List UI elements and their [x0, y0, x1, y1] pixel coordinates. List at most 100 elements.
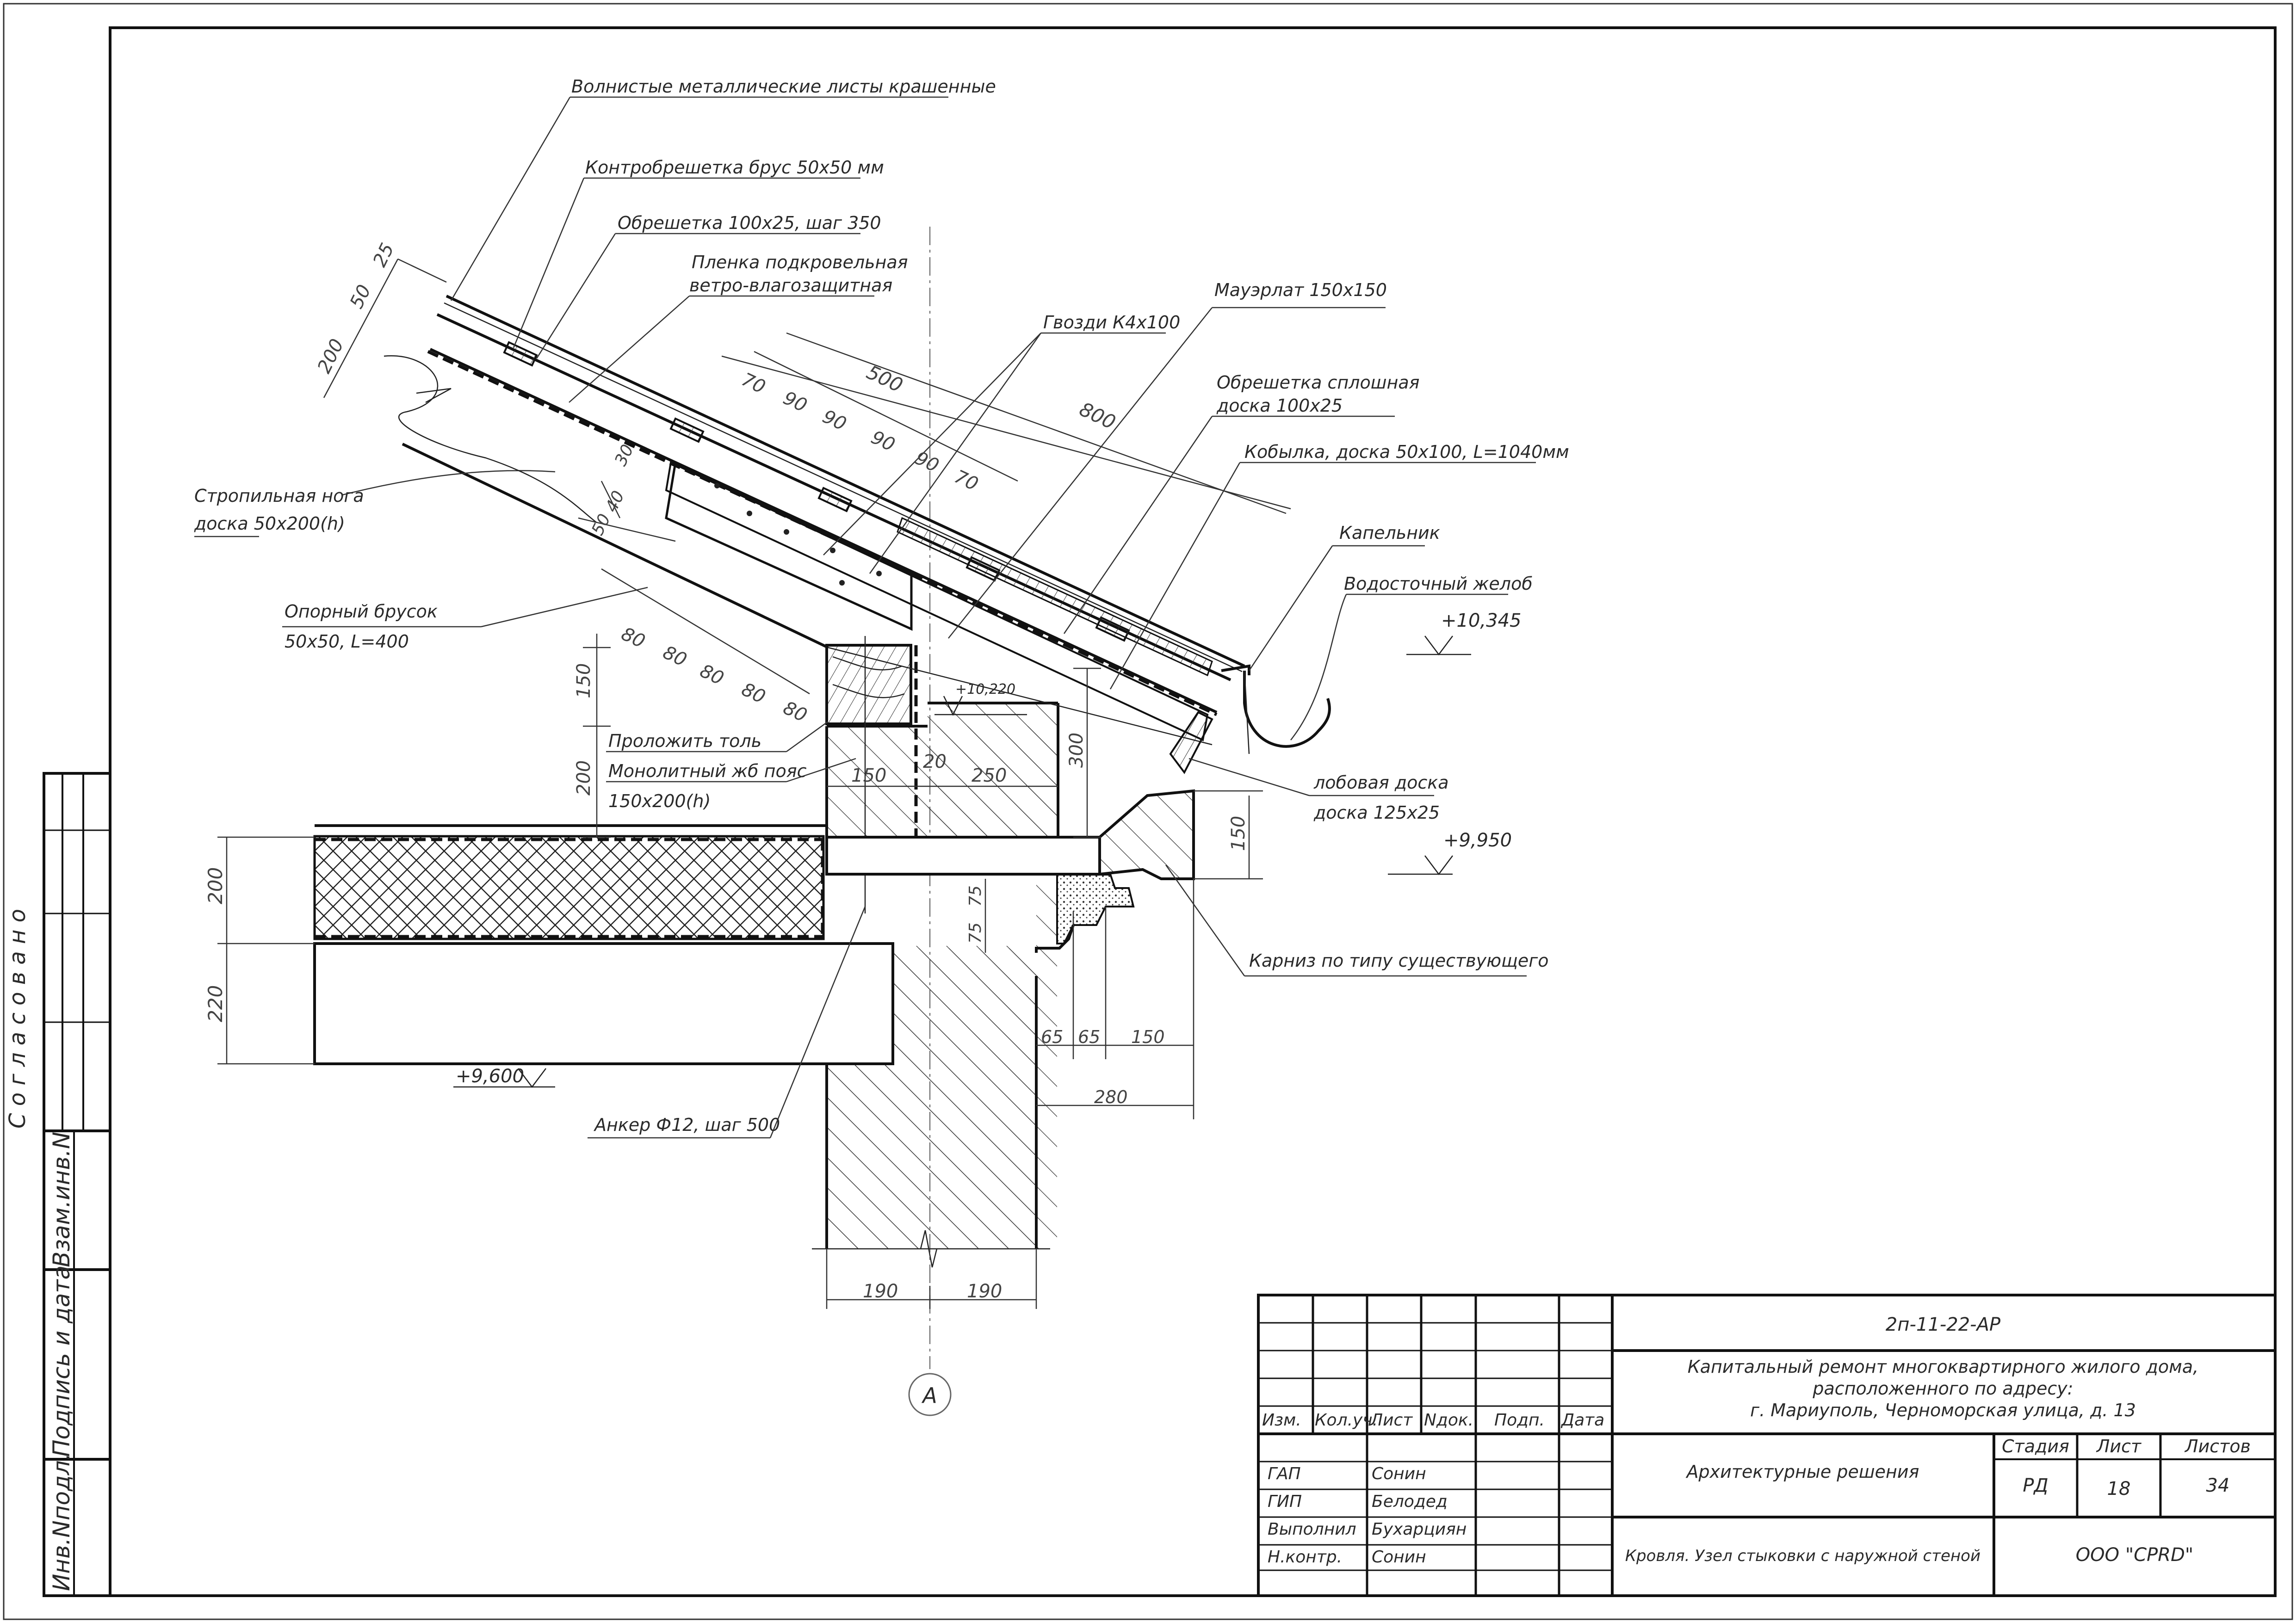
elev-10345: +10,345 [1441, 610, 1521, 631]
tb-stage-header: Стадия [2002, 1436, 2069, 1456]
insulation [313, 835, 825, 940]
nail-marks [714, 483, 882, 586]
dim-40: 40 [602, 488, 628, 515]
label-gutter: Водосточный желоб [1344, 574, 1533, 594]
tb-sheet-title: Кровля. Узел стыковки с наружной стеной [1625, 1547, 1980, 1565]
dim-150a: 150 [573, 663, 594, 698]
dim-65a: 65 [1041, 1027, 1063, 1047]
dim-75b: 75 [966, 922, 985, 944]
dim-190b: 190 [967, 1281, 1002, 1302]
tb-role-gip: ГИП [1268, 1492, 1302, 1511]
sidebar-inv-zam: Взам.инв.N [48, 1132, 75, 1267]
exterior-wall [812, 874, 1057, 1268]
tb-col-data: Дата [1560, 1411, 1604, 1430]
label-roof-sheets: Волнистые металлические листы крашенные [571, 76, 996, 97]
label-mauerlat: Мауэрлат 150х150 [1214, 280, 1387, 300]
rafter-break [384, 355, 597, 523]
label-anchor: Анкер Ф12, шаг 500 [593, 1115, 780, 1135]
elev-10220: +10,220 [955, 681, 1015, 697]
dim-65b: 65 [1078, 1027, 1100, 1047]
tb-company: ООО "СРRD" [2076, 1544, 2194, 1566]
tb-col-list: Лист [1369, 1411, 1413, 1430]
dim-80c: 80 [697, 660, 727, 689]
dim-150b: 150 [851, 765, 886, 786]
floor-slab [313, 824, 1101, 1065]
dim-800: 800 [1076, 398, 1119, 434]
sidebar-sign-date: Подпись и дата [48, 1265, 75, 1457]
ortho-dims [217, 634, 1263, 1309]
tb-section: Архитектурные решения [1685, 1462, 1919, 1482]
tb-col-kolvo: Кол.уч. [1315, 1411, 1378, 1430]
dim-80e: 80 [780, 697, 811, 726]
label-belt-2: 150х200(h) [608, 791, 711, 811]
roof-package [402, 295, 1250, 774]
label-fascia-2: доска 125х25 [1313, 802, 1440, 823]
label-rafter-1: Стропильная нога [194, 486, 364, 506]
dim-190a: 190 [863, 1281, 898, 1302]
label-drip: Капельник [1339, 523, 1440, 543]
dim-220: 220 [204, 985, 227, 1022]
dim-90d: 90 [912, 447, 942, 476]
dim-500: 500 [863, 361, 906, 397]
dimension-lines [323, 258, 1291, 695]
sidebar-stamp: С о г л а с о в а н о Взам.инв.N Подпись… [5, 772, 111, 1597]
dim-70b: 70 [951, 466, 982, 495]
label-cornice: Карниз по типу существующего [1249, 950, 1548, 971]
gutter [1243, 671, 1331, 748]
tb-sheet: 18 [2107, 1478, 2131, 1500]
tb-sheet-header: Лист [2096, 1436, 2142, 1456]
tb-code: 2п-11-22-АР [1886, 1314, 2001, 1335]
callouts: Волнистые металлические листы крашенные … [194, 76, 1569, 1135]
dim-20: 20 [923, 751, 947, 772]
leader-lines [194, 96, 1536, 1139]
dim-80a: 80 [618, 623, 649, 652]
axis-label: А [921, 1383, 937, 1408]
tb-role-gap: ГАП [1268, 1464, 1301, 1483]
tb-col-izm: Изм. [1262, 1411, 1301, 1430]
dim-50: 50 [346, 281, 376, 312]
mauerlat [825, 644, 912, 725]
elevation-marks [453, 636, 1471, 1088]
tb-project-3: г. Мариуполь, Черноморская улица, д. 13 [1750, 1400, 2136, 1420]
label-tol: Проложить толь [608, 731, 761, 751]
cornice [1035, 789, 1195, 953]
sidebar-approved: С о г л а с о в а н о [5, 909, 31, 1129]
elev-9600: +9,600 [456, 1066, 524, 1087]
dim-75a: 75 [966, 885, 985, 907]
tb-col-podp: Подп. [1494, 1411, 1545, 1430]
dim-80d: 80 [738, 679, 769, 708]
axis-marker [908, 1373, 952, 1416]
sidebar-inv-podl: Инв.Nподл. [48, 1453, 75, 1591]
label-support-bar-2: 50х50, L=400 [285, 631, 409, 652]
tb-name-3: Бухарциян [1372, 1520, 1467, 1539]
label-nails: Гвозди К4х100 [1043, 312, 1180, 333]
dim-300: 300 [1066, 733, 1087, 768]
dim-90c: 90 [868, 426, 898, 456]
dim-80b: 80 [660, 642, 690, 671]
label-membrane-2: ветро-влагозащитная [689, 275, 892, 296]
tb-sheets-header: Листов [2184, 1436, 2251, 1456]
tb-sheets: 34 [2206, 1475, 2230, 1496]
label-support-bar-1: Опорный брусок [285, 601, 438, 622]
dim-280: 280 [1094, 1087, 1128, 1107]
title-block: 2п-11-22-АР Капитальный ремонт многоквар… [1257, 1294, 2277, 1597]
tb-project-2: расположенного по адресу: [1812, 1378, 2073, 1399]
tb-role-nkontr: Н.контр. [1268, 1548, 1342, 1567]
rafter-break-2 [416, 388, 452, 403]
gutter-bracket [1244, 670, 1250, 754]
sheet-border-outer [3, 3, 2293, 1620]
tb-stage: РД [2023, 1475, 2048, 1496]
elev-9950: +9,950 [1443, 830, 1512, 851]
label-membrane-1: Пленка подкровельная [692, 252, 908, 272]
label-batten: Обрешетка 100х25, шаг 350 [618, 213, 881, 233]
label-counter-batten: Контробрешетка брус 50х50 мм [585, 157, 884, 178]
label-kobylka: Кобылка, доска 50х100, L=1040мм [1244, 442, 1569, 462]
tb-name-1: Сонин [1372, 1464, 1426, 1483]
dim-250: 250 [972, 765, 1007, 786]
tb-role-vypolnil: Выполнил [1268, 1520, 1356, 1539]
dim-90b: 90 [819, 406, 850, 435]
tb-name-4: Сонин [1372, 1548, 1426, 1567]
label-solid-sheathing-1: Обрешетка сплошная [1217, 372, 1419, 393]
dim-200b: 200 [573, 760, 594, 796]
